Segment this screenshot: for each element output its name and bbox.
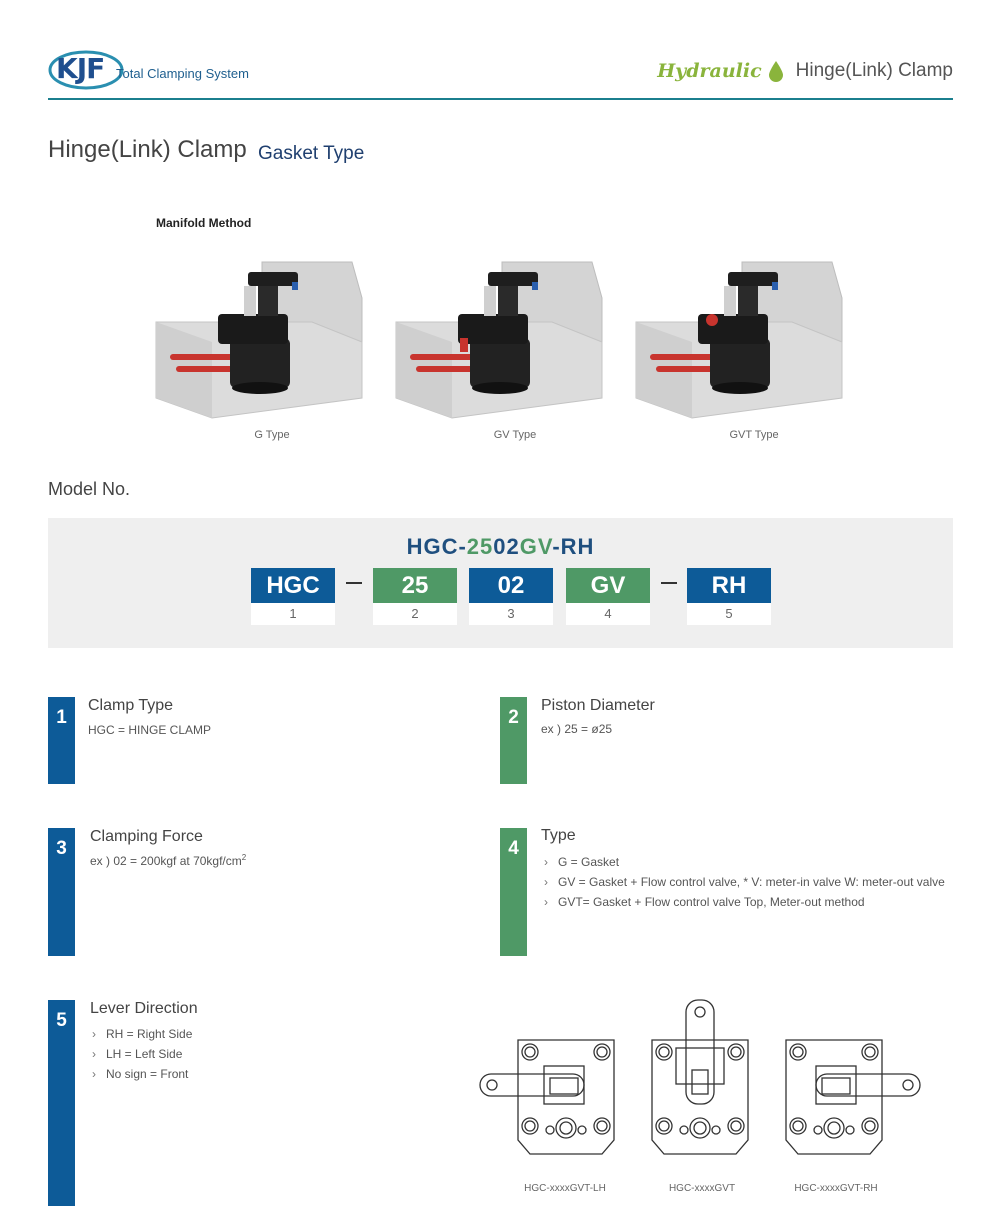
model-code: HGC-2502GV-RH [48,534,953,560]
page-subtitle: Gasket Type [258,143,365,164]
clamp-gvt-type-caption: GVT Type [729,429,779,441]
logo-subtitle: Total Clamping System [116,66,249,81]
model-code-part-direction: RH [560,534,595,559]
section-number: 5 [48,1000,75,1206]
segment-clamping-force: 02 3 [469,568,553,626]
manifold-label: Manifold Method [156,216,252,230]
section-title: Lever Direction [90,1000,198,1017]
chevron-right-icon: › [92,1067,96,1081]
header-product-title: Hinge(Link) Clamp [795,60,953,81]
type-list: ›G = Gasket ›GV = Gasket + Flow control … [544,855,945,915]
section-lever-direction: 5 Lever Direction ›RH = Right Side ›LH =… [48,1000,448,1206]
drawing-rh-caption: HGC-xxxxGVT-RH [794,1183,878,1194]
drawing-lh-icon [479,1039,615,1155]
segment-clamp-type: HGC 1 [251,568,335,626]
segment-code: RH [687,568,771,603]
segment-code: 25 [373,568,457,603]
segment-code: HGC [251,568,335,603]
section-title: Clamping Force [90,828,203,845]
header-right: Hydraulic Hinge(Link) Clamp [657,56,953,86]
drawing-rh-icon [785,1039,921,1155]
list-item: ›G = Gasket [544,855,620,869]
section-type: 4 Type ›G = Gasket ›GV = Gasket + Flow c… [500,827,950,956]
segment-lever-direction: RH 5 [687,568,771,626]
page-header: KJF Total Clamping System Hydraulic Hing… [48,36,953,100]
list-item: ›RH = Right Side [92,1027,193,1041]
section-number: 1 [48,697,75,784]
chevron-right-icon: › [544,895,548,909]
segment-piston-diameter: 25 2 [373,568,457,626]
segment-code: GV [566,568,650,603]
chevron-right-icon: › [544,855,548,869]
list-item: ›GVT= Gasket + Flow control valve Top, M… [544,895,865,909]
section-title: Piston Diameter [541,697,655,714]
segment-dash [346,582,362,584]
segment-code: 02 [469,568,553,603]
section-clamping-force: 3 Clamping Force ex ) 02 = 200kgf at 70k… [48,828,468,956]
section-number: 3 [48,828,75,956]
clamp-g-type-image [155,261,363,419]
drawing-lh-caption: HGC-xxxxGVT-LH [524,1183,606,1194]
section-clamp-type: 1 Clamp Type HGC = HINGE CLAMP [48,697,468,784]
model-code-dash: - [552,534,561,559]
list-item: ›LH = Left Side [92,1047,183,1061]
section-title: Type [541,827,576,844]
list-item: ›No sign = Front [92,1067,189,1081]
clamp-gv-type-image [395,261,603,419]
chevron-right-icon: › [92,1027,96,1041]
section-text: HGC = HINGE CLAMP [88,723,212,737]
model-code-part-clamp: HGC [406,534,459,559]
section-number: 4 [500,828,527,956]
segment-number: 1 [251,603,335,625]
section-title: Clamp Type [88,697,174,714]
segment-number: 2 [373,603,457,625]
segment-dash [661,582,677,584]
drawing-front-caption: HGC-xxxxGVT [668,1183,736,1194]
chevron-right-icon: › [544,875,548,889]
model-code-part-type: GV [519,534,553,559]
model-code-part-diameter: 25 [466,534,494,559]
svg-text:KJF: KJF [56,52,104,85]
clamp-gv-type-caption: GV Type [493,429,537,441]
section-text: ex ) 25 = ø25 [541,722,613,736]
segment-number: 3 [469,603,553,625]
section-text: ex ) 02 = 200kgf at 70kgf/cm2 [90,853,246,868]
model-number-box: HGC-2502GV-RH HGC 1 25 2 02 3 GV 4 RH 5 [48,518,953,648]
model-heading: Model No. [48,479,131,499]
segment-number: 5 [687,603,771,625]
category-label: Hydraulic [657,60,762,82]
page-title: Hinge(Link) Clamp [48,136,247,163]
model-code-dash: - [458,534,467,559]
segment-number: 4 [566,603,650,625]
section-text-main: ex ) 02 = 200kgf at 70kgf/cm [90,854,242,868]
lever-direction-list: ›RH = Right Side ›LH = Left Side ›No sig… [92,1027,192,1087]
section-piston-diameter: 2 Piston Diameter ex ) 25 = ø25 [500,697,940,784]
drawing-front-icon [651,999,749,1155]
model-code-part-force: 02 [493,534,520,559]
segment-type: GV 4 [566,568,650,626]
section-number: 2 [500,697,527,784]
drop-icon [768,61,783,82]
section-text-superscript: 2 [241,853,247,862]
clamp-g-type-caption: G Type [254,429,290,441]
chevron-right-icon: › [92,1047,96,1061]
clamp-gvt-type-image [635,261,843,419]
kjf-logo-icon: KJF [48,50,124,90]
list-item: ›GV = Gasket + Flow control valve, * V: … [544,875,945,889]
